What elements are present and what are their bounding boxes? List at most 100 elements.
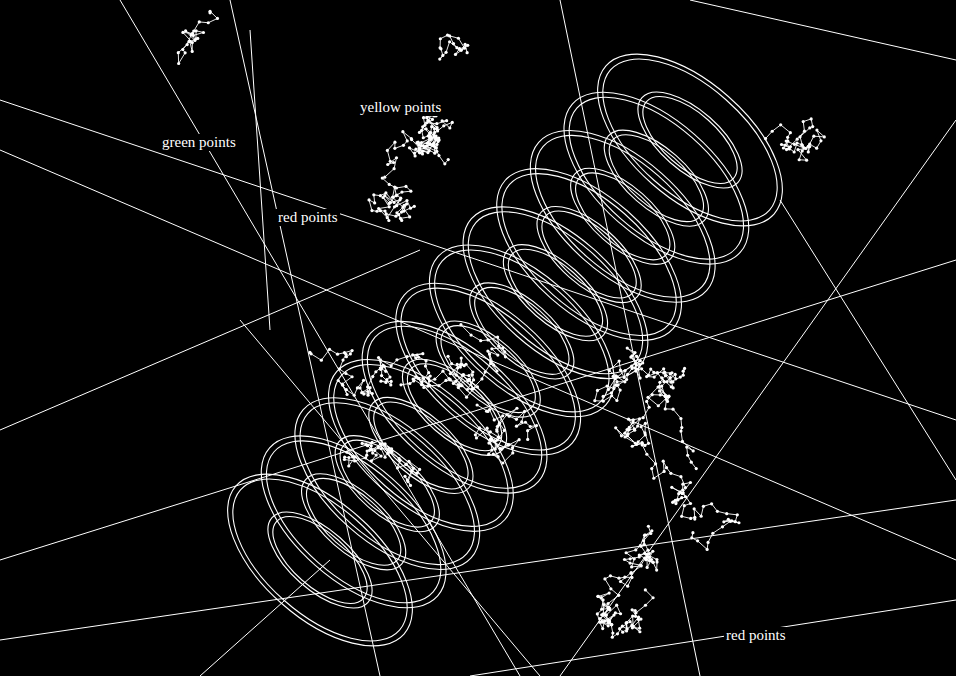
walk-point <box>646 566 649 569</box>
walk-point <box>680 515 683 518</box>
walk-point <box>449 372 452 375</box>
walk-point <box>607 624 610 627</box>
straight-line <box>560 120 956 676</box>
ring <box>231 404 476 639</box>
walk-point <box>383 176 386 179</box>
walk-point <box>455 374 458 377</box>
walk-point <box>819 139 822 142</box>
straight-line <box>0 250 420 430</box>
walk-point <box>679 475 682 478</box>
walk-point <box>445 119 448 122</box>
walk-point <box>341 384 344 387</box>
walk-point <box>353 394 356 397</box>
walk-point <box>623 558 626 561</box>
walk-point <box>710 502 713 505</box>
walk-point <box>504 355 507 358</box>
walk-point <box>341 359 344 362</box>
walk-point <box>498 422 501 425</box>
walk-point <box>396 466 399 469</box>
walk-point <box>802 120 805 123</box>
walk-path <box>440 35 468 59</box>
ring-ellipse <box>198 442 443 676</box>
walk-point <box>639 545 642 548</box>
walk-point <box>643 557 646 560</box>
walk-point <box>524 421 527 424</box>
walk-point <box>625 621 628 624</box>
walk-point <box>417 356 420 359</box>
walk-path <box>344 442 419 485</box>
walk-point <box>404 463 407 466</box>
walk-point <box>643 552 646 555</box>
walk-point <box>436 129 439 132</box>
walk-point <box>515 425 518 428</box>
walk-point <box>375 453 378 456</box>
walk-point <box>440 119 443 122</box>
point-label: red points <box>724 627 788 644</box>
walk-point <box>535 424 538 427</box>
walk-point <box>371 451 374 454</box>
walk-point <box>667 395 670 398</box>
ring-ellipse <box>433 175 678 410</box>
walk-point <box>616 383 619 386</box>
walk-point <box>642 539 645 542</box>
walk-point <box>801 144 804 147</box>
walk-point <box>674 373 677 376</box>
walk-point <box>401 206 404 209</box>
walk-point <box>637 615 640 618</box>
walk-point <box>511 446 514 449</box>
walk-point <box>392 167 395 170</box>
walk-point <box>430 125 433 128</box>
ring-ellipse <box>467 137 712 372</box>
straight-line <box>780 200 956 480</box>
point-label: yellow points <box>358 99 443 116</box>
walk-point <box>702 505 705 508</box>
walk-point <box>725 512 728 515</box>
walk-point <box>417 148 420 151</box>
ring-stack <box>198 22 813 676</box>
walk-point <box>680 426 683 429</box>
walk-point <box>499 447 502 450</box>
walk-point <box>610 391 613 394</box>
walk-point <box>429 131 432 134</box>
walk-point <box>630 565 633 568</box>
walk-point <box>619 612 622 615</box>
walk-point <box>674 499 677 502</box>
walk-point <box>384 370 387 373</box>
walk-point <box>652 371 655 374</box>
walk-point <box>495 369 498 372</box>
walk-point <box>370 209 373 212</box>
walk-point <box>424 127 427 130</box>
walk-point <box>798 158 801 161</box>
walk-point <box>690 461 693 464</box>
walk-point <box>459 323 462 326</box>
walk-point <box>631 625 634 628</box>
walk-point <box>696 539 699 542</box>
walk-point <box>619 368 622 371</box>
walk-point <box>309 352 312 355</box>
walk-point <box>660 376 663 379</box>
walk-point <box>395 358 398 361</box>
walk-point <box>501 346 504 349</box>
walk-point <box>626 346 629 349</box>
walk-point <box>386 163 389 166</box>
walk-point <box>665 466 668 469</box>
walk-point <box>184 29 187 32</box>
walk-point <box>452 42 455 45</box>
walk-point <box>377 207 380 210</box>
ring-ellipse <box>589 113 725 243</box>
walk-point <box>354 455 357 458</box>
walk-point <box>345 393 348 396</box>
walk-point <box>405 202 408 205</box>
walk-point <box>413 151 416 154</box>
walk-point <box>503 350 506 353</box>
walk-path <box>597 526 657 637</box>
walk-point <box>503 429 506 432</box>
straight-line <box>240 320 540 676</box>
ring-ellipse <box>500 99 745 334</box>
walk-point <box>662 460 665 463</box>
walk-point <box>424 365 427 368</box>
walk-point <box>489 430 492 433</box>
walk-point <box>487 453 490 456</box>
walk-point <box>690 536 693 539</box>
